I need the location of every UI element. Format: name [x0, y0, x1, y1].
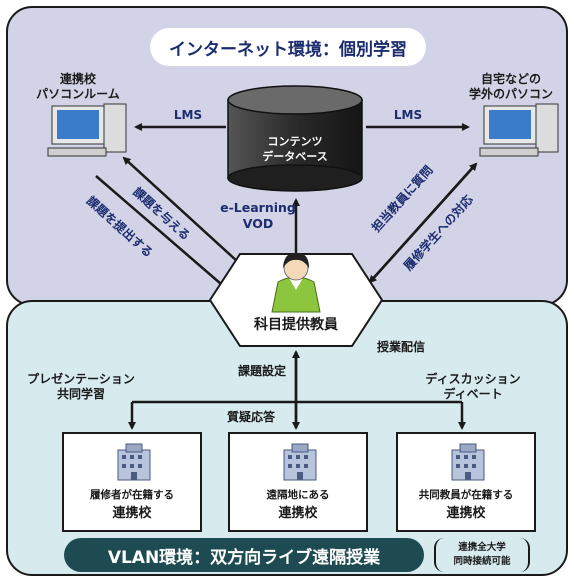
internet-environment-title: インターネット環境：個別学習: [150, 28, 426, 66]
content-database-icon: [227, 85, 363, 192]
presentation-label-line1: プレゼンテーション: [27, 372, 135, 386]
card-3-line1: 共同教員が在籍する: [418, 489, 514, 501]
presentation-label-line2: 共同学習: [56, 387, 105, 401]
class-delivery-label: 授業配信: [376, 340, 425, 354]
right-pc-label-line2: 学外のパソコン: [468, 87, 553, 101]
right-pc-label: 自宅などの 学外のパソコン: [456, 72, 566, 102]
right-computer-icon: [479, 103, 559, 157]
discussion-label: ディスカッション ディベート: [418, 372, 528, 402]
instructor-label: 科目提供教員: [254, 317, 338, 333]
building-icon: [283, 443, 317, 481]
left-pc-label-line1: 連携校: [59, 72, 96, 86]
school-card-1: 履修者が在籍する 連携校: [62, 432, 202, 532]
vlan-note-line2: 同時接続可能: [453, 556, 511, 567]
left-computer-icon: [47, 103, 127, 157]
discussion-label-line2: ディベート: [443, 387, 503, 401]
database-label-line2: データベース: [262, 150, 328, 163]
school-card-3: 共同教員が在籍する 連携校: [396, 432, 536, 532]
elearning-label-line1: e-Learning: [220, 200, 296, 215]
lms-right-label: LMS: [393, 108, 423, 122]
card-2-line2: 連携校: [278, 506, 318, 521]
database-label-line1: コンテンツ: [267, 135, 323, 148]
left-pc-label: 連携校 パソコンルーム: [30, 72, 126, 102]
card-2-line1: 遠隔地にある: [266, 489, 330, 501]
card-1-line2: 連携校: [112, 506, 152, 521]
building-icon: [451, 443, 485, 481]
card-3-line2: 連携校: [446, 506, 486, 521]
database-label: コンテンツ データベース: [238, 134, 352, 164]
card-1-line1: 履修者が在籍する: [90, 489, 174, 501]
qa-label: 質疑応答: [226, 410, 275, 424]
discussion-label-line1: ディスカッション: [425, 372, 521, 386]
vlan-environment-title: VLAN環境：双方向ライブ遠隔授業: [64, 538, 424, 572]
vlan-note: 連携全大学 同時接続可能: [434, 538, 530, 572]
instructor-person-icon: [271, 252, 321, 313]
lms-left-label: LMS: [173, 108, 203, 122]
task-setting-label: 課題設定: [237, 364, 286, 378]
vlan-note-line1: 連携全大学: [458, 542, 506, 553]
building-icon: [117, 443, 151, 481]
elearning-label-line2: VOD: [242, 216, 274, 231]
right-pc-label-line1: 自宅などの: [480, 72, 541, 86]
elearning-label: e-Learning VOD: [218, 200, 298, 232]
presentation-label: プレゼンテーション 共同学習: [14, 372, 148, 402]
school-card-2: 遠隔地にある 連携校: [228, 432, 368, 532]
left-pc-label-line2: パソコンルーム: [36, 87, 120, 101]
